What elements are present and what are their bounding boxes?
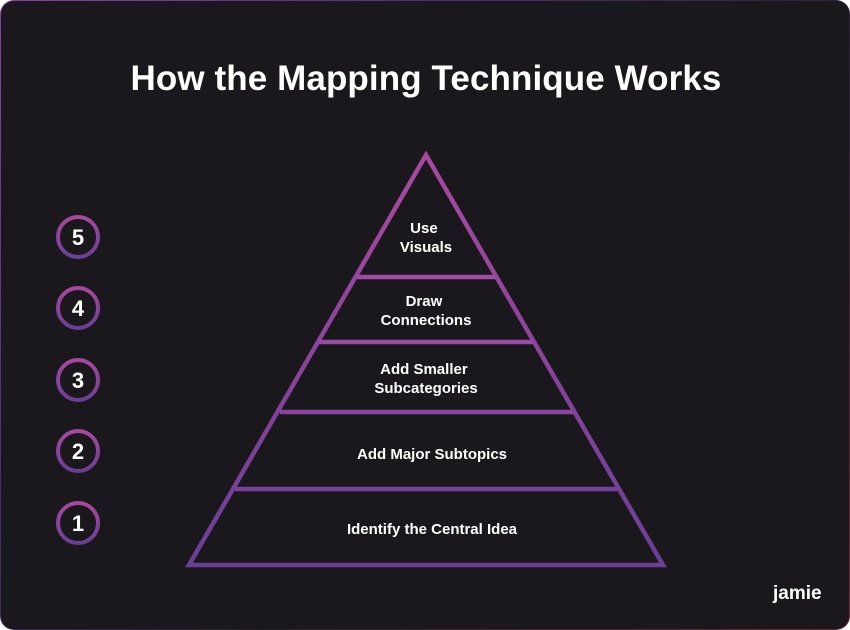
level-5-number: 5 xyxy=(72,225,84,250)
level-1-number: 1 xyxy=(72,511,84,536)
level-3-number: 3 xyxy=(72,368,84,393)
level-4-label: Draw Connections xyxy=(381,293,472,329)
level-3-label: Add Smaller Subcategories xyxy=(374,361,477,397)
level-4-number: 4 xyxy=(72,296,85,321)
level-5-badge: 5 xyxy=(56,215,100,259)
level-1-label: Identify the Central Idea xyxy=(347,521,518,538)
level-5-label: Use Visuals xyxy=(400,220,452,256)
level-3-badge: 3 xyxy=(56,358,100,402)
level-1-badge: 1 xyxy=(56,501,100,545)
level-2-label: Add Major Subtopics xyxy=(357,446,507,463)
pyramid-outline xyxy=(185,150,667,568)
level-2-number: 2 xyxy=(72,439,84,464)
level-4-badge: 4 xyxy=(56,286,100,330)
page-title: How the Mapping Technique Works xyxy=(130,59,722,98)
level-2-badge: 2 xyxy=(56,429,100,473)
brand-logo: jamie xyxy=(773,583,822,604)
